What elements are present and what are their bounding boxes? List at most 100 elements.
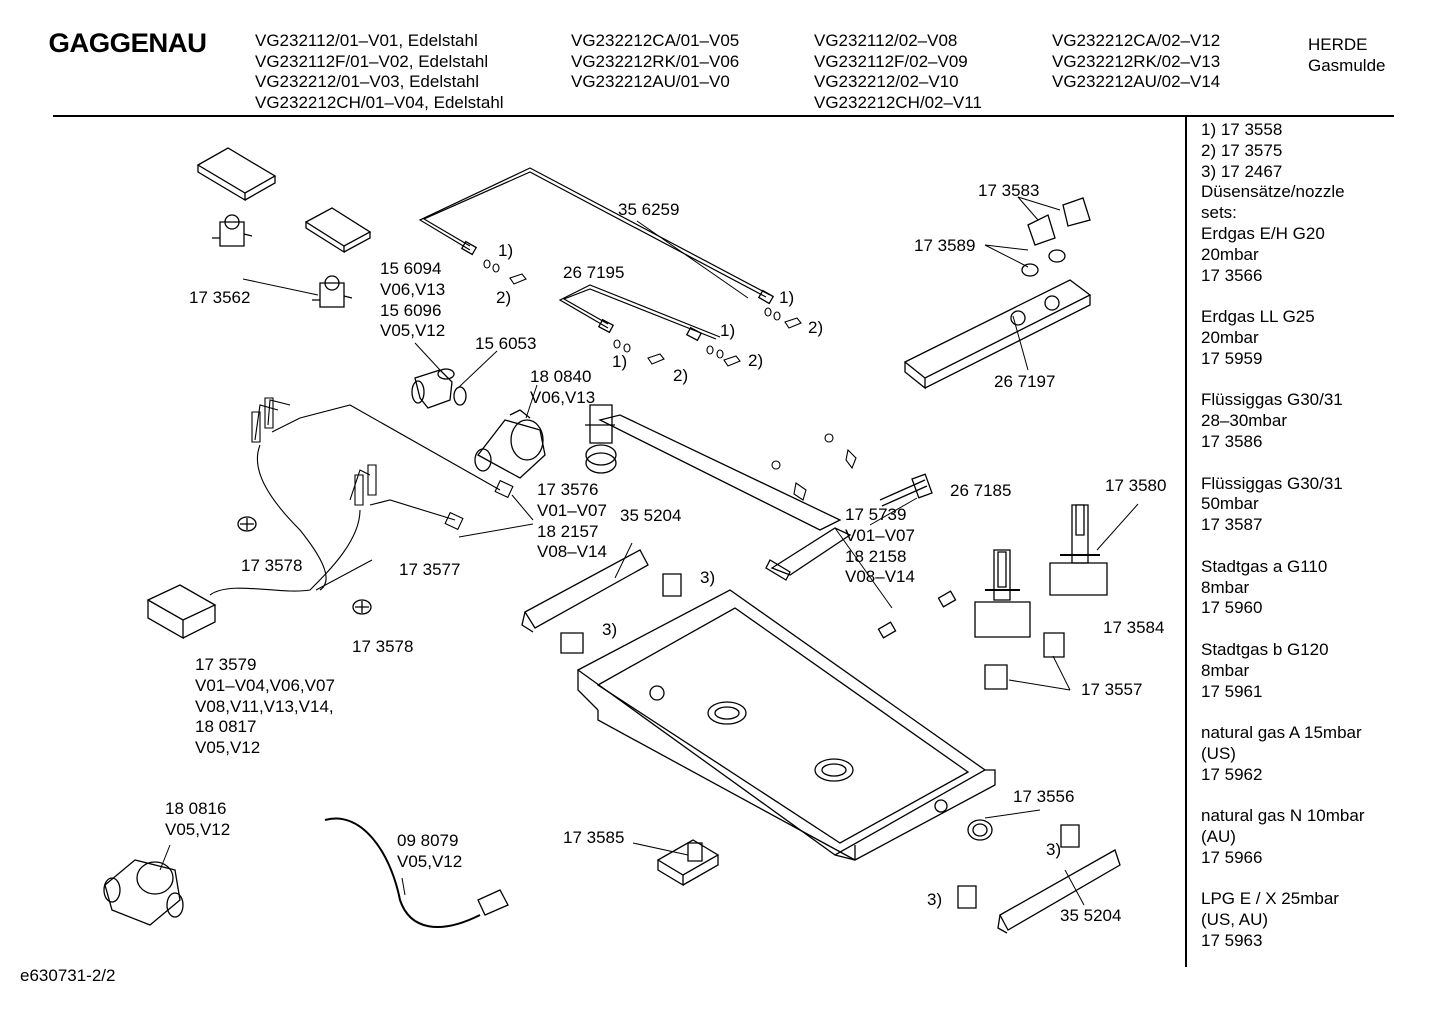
part-label-line: V05,V12 bbox=[195, 738, 261, 758]
part-label: 17 5739 V01–V07 18 2158 V08–V14 bbox=[845, 505, 915, 588]
note-label: 1) bbox=[498, 241, 514, 260]
document-id: e630731-2/2 bbox=[20, 966, 116, 985]
part-label-line: V01–V04,V06,V07 bbox=[195, 675, 335, 695]
note-label: 1) bbox=[779, 288, 795, 307]
part-label: 17 3584 bbox=[1103, 618, 1165, 637]
sidebar-line: Stadtgas a G110 bbox=[1201, 556, 1328, 576]
part-label-line: V01–V07 bbox=[537, 500, 607, 520]
part-label: 17 3577 bbox=[399, 560, 461, 579]
note-label: 1) bbox=[720, 321, 736, 340]
part-label: 17 3576 V01–V07 18 2157 V08–V14 bbox=[537, 480, 607, 563]
part-label: 09 8079 V05,V12 bbox=[397, 831, 462, 873]
note-label: 2) bbox=[496, 288, 512, 307]
gas-pipe-long bbox=[420, 168, 773, 303]
part-label-line: 17 3576 bbox=[537, 480, 599, 499]
part-label-line: 18 2157 bbox=[537, 521, 599, 541]
sidebar-line: (US) bbox=[1201, 743, 1236, 763]
pressure-regulator bbox=[475, 410, 545, 478]
model-line: VG232212RK/02–V13 bbox=[1052, 51, 1221, 71]
thermocouple-clips bbox=[985, 633, 1064, 689]
bracket-clips bbox=[561, 574, 1079, 908]
gas-pipe-short bbox=[560, 285, 720, 340]
part-label: 35 5204 bbox=[1060, 906, 1122, 925]
note-label: 3) bbox=[700, 568, 716, 587]
part-label-line: 18 0816 bbox=[165, 799, 227, 818]
part-label: 26 7197 bbox=[994, 372, 1056, 391]
part-label: 35 5204 bbox=[620, 506, 682, 525]
sidebar-line: Flüssiggas G30/31 bbox=[1201, 390, 1343, 410]
seal-rings bbox=[484, 260, 801, 366]
sidebar-line: 8mbar bbox=[1201, 577, 1250, 597]
note-label: 2) bbox=[673, 366, 689, 385]
sidebar-line: Stadtgas b G120 bbox=[1201, 639, 1329, 659]
hob-tray bbox=[578, 590, 995, 860]
nozzle-group: LPG E / X 25mbar (US, AU) 17 5963 bbox=[1201, 889, 1396, 951]
sidebar-line: 20mbar bbox=[1201, 244, 1259, 264]
part-label-line: V05,V12 bbox=[380, 321, 446, 341]
category-line: HERDE bbox=[1308, 35, 1368, 54]
sidebar-line: Erdgas E/H G20 bbox=[1201, 223, 1325, 243]
sidebar-line: 28–30mbar bbox=[1201, 411, 1288, 431]
nozzle-group: natural gas A 15mbar (US) 17 5962 bbox=[1201, 723, 1396, 785]
sidebar-line: 8mbar bbox=[1201, 660, 1250, 680]
model-line: VG232212RK/01–V06 bbox=[571, 51, 740, 71]
model-line: VG232112/02–V08 bbox=[814, 31, 958, 50]
part-label: 17 3585 bbox=[563, 828, 625, 847]
sidebar-line: 17 5959 bbox=[1201, 348, 1263, 368]
model-line: VG232212/02–V10 bbox=[814, 72, 959, 91]
part-label: 17 3583 bbox=[978, 181, 1040, 200]
category: HERDE Gasmulde bbox=[1308, 35, 1385, 76]
part-label: 17 3589 bbox=[914, 236, 976, 255]
part-label-line: 18 0817 bbox=[195, 717, 257, 737]
part-label: 18 0816 V05,V12 bbox=[165, 799, 230, 841]
electrode-caps bbox=[238, 517, 371, 614]
sidebar-line: 17 3587 bbox=[1201, 515, 1263, 535]
sidebar-line: LPG E / X 25mbar bbox=[1201, 889, 1339, 909]
part-label-line: 15 6094 bbox=[380, 259, 442, 278]
model-list-3: VG232112/02–V08 VG232112F/02–V09 VG23221… bbox=[814, 31, 982, 113]
sidebar-line: 17 5961 bbox=[1201, 681, 1263, 701]
burner-tube bbox=[585, 405, 850, 580]
part-label-line: 17 3579 bbox=[195, 655, 257, 674]
model-line: VG232212AU/02–V14 bbox=[1052, 72, 1221, 91]
part-label-line: 17 5739 bbox=[845, 505, 907, 524]
part-label: 17 3579 V01–V04,V06,V07 V08,V11,V13,V14,… bbox=[195, 655, 335, 759]
model-list-1: VG232112/01–V01, Edelstahl VG232112F/01–… bbox=[255, 31, 504, 113]
sidebar-line: 17 5966 bbox=[1201, 847, 1263, 867]
shut-off-valve bbox=[658, 840, 718, 885]
note-label: 2) bbox=[808, 318, 824, 337]
gas-regulator bbox=[104, 860, 183, 925]
part-label: 17 3578 bbox=[352, 637, 414, 656]
brand-logo: GAGGENAU bbox=[48, 28, 207, 58]
sidebar-line: 20mbar bbox=[1201, 327, 1259, 347]
nozzle-group: Stadtgas b G120 8mbar 17 5961 bbox=[1201, 640, 1396, 702]
sidebar-line: 50mbar bbox=[1201, 494, 1259, 514]
model-line: VG232112F/02–V09 bbox=[814, 51, 968, 71]
part-label-line: V08–V14 bbox=[537, 542, 607, 562]
part-label: 15 6053 bbox=[475, 334, 537, 353]
note-label: 3) bbox=[927, 890, 943, 909]
sidebar-line: (AU) bbox=[1201, 827, 1236, 847]
power-cord bbox=[325, 818, 508, 927]
part-label: 35 6259 bbox=[618, 200, 680, 219]
part-label-line: V06,V13 bbox=[380, 279, 446, 299]
part-label: 17 3556 bbox=[1013, 787, 1075, 806]
sidebar-line: natural gas A 15mbar bbox=[1201, 723, 1362, 743]
part-label-line: V06,V13 bbox=[530, 387, 596, 407]
model-list-2: VG232212CA/01–V05 VG232212RK/01–V06 VG23… bbox=[571, 31, 739, 93]
mounting-rail bbox=[522, 550, 1120, 933]
control-panel bbox=[905, 280, 1090, 388]
part-label-line: 09 8079 bbox=[397, 831, 459, 850]
sidebar-line: 3) 17 2467 bbox=[1201, 161, 1283, 181]
sidebar-line: 1) 17 3558 bbox=[1201, 120, 1283, 139]
nozzle-sidebar: 1) 17 3558 2) 17 3575 3) 17 2467 Düsensä… bbox=[1201, 120, 1396, 973]
model-line: VG232212CH/01–V04, Edelstahl bbox=[255, 92, 504, 112]
model-line: VG232112/01–V01, Edelstahl bbox=[255, 31, 478, 50]
sidebar-line: 17 3586 bbox=[1201, 431, 1263, 451]
model-line: VG232212CH/02–V11 bbox=[814, 92, 982, 112]
part-label-line: V01–V07 bbox=[845, 525, 915, 545]
part-label: 17 3578 bbox=[241, 556, 303, 575]
sidebar-line: (US, AU) bbox=[1201, 910, 1269, 930]
nozzle-group: Stadtgas a G110 8mbar 17 5960 bbox=[1201, 557, 1396, 619]
